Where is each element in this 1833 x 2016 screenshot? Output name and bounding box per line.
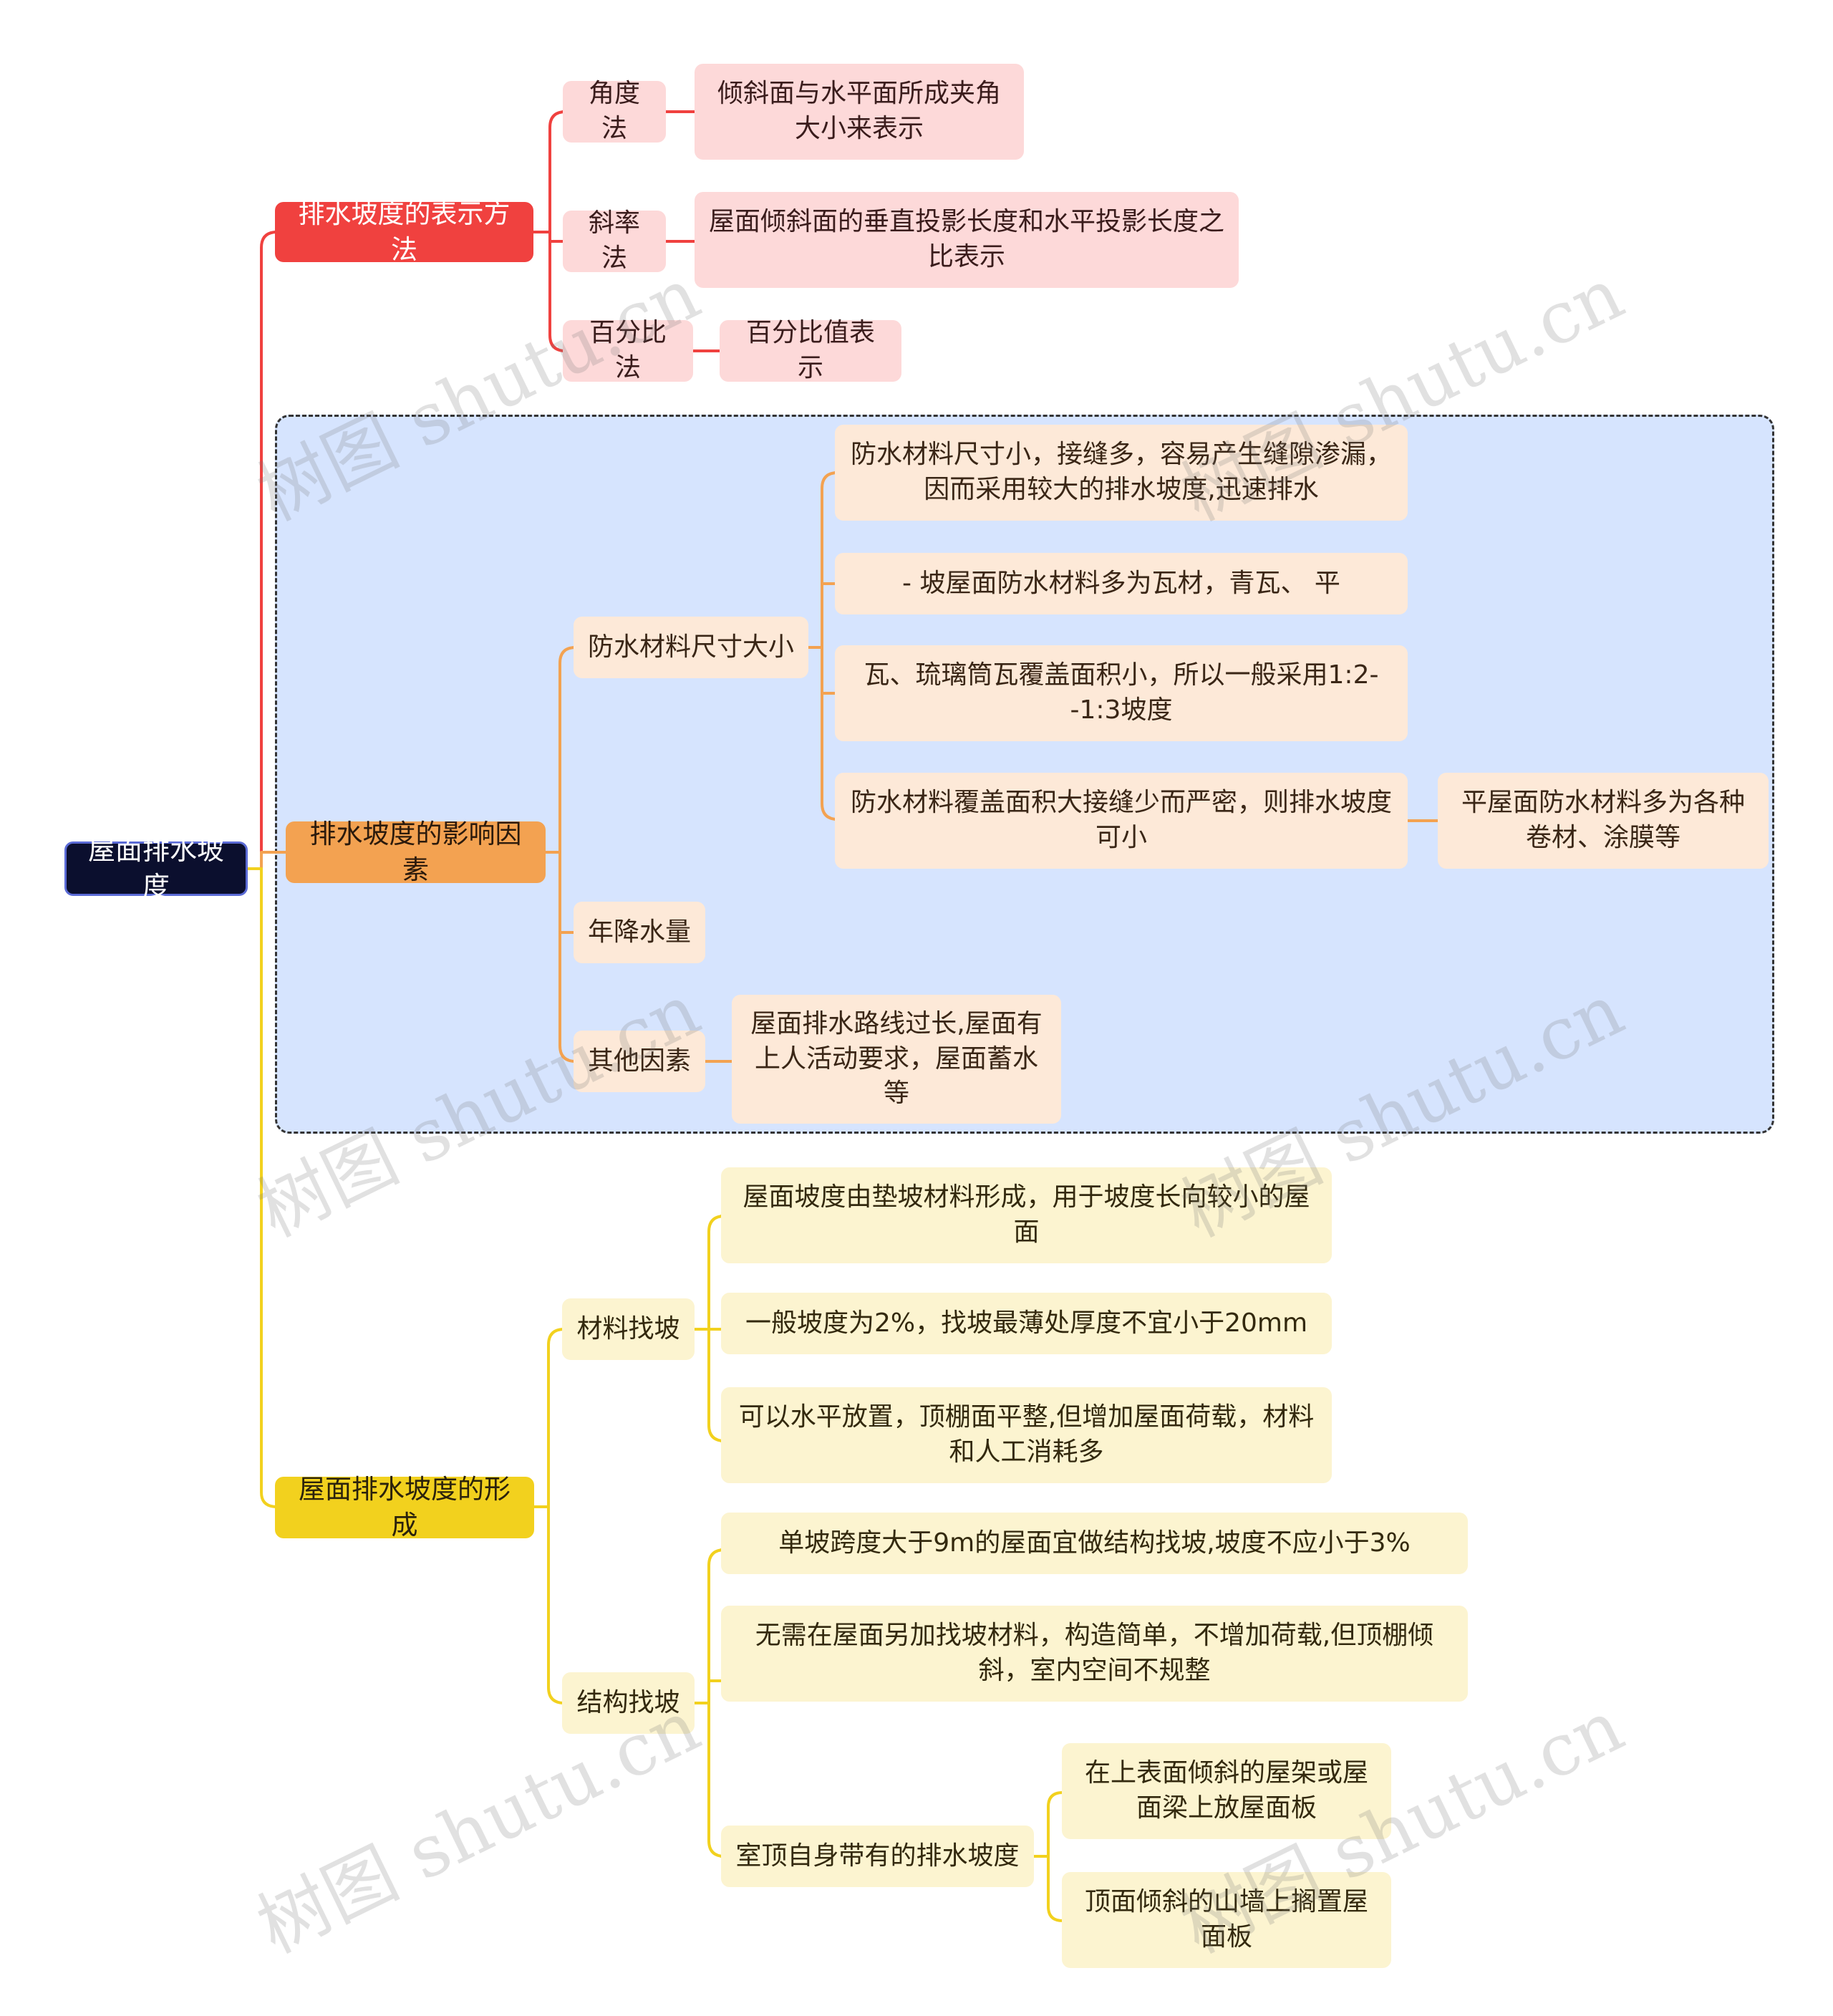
- percent-method-detail[interactable]: 百分比值表示: [720, 318, 901, 382]
- material-slope-node[interactable]: 材料找坡: [562, 1298, 695, 1360]
- material-size-detail-1[interactable]: 防水材料尺寸小，接缝多，容易产生缝隙渗漏，因而采用较大的排水坡度,迅速排水: [835, 425, 1408, 521]
- structural-slope-node[interactable]: 结构找坡: [562, 1672, 695, 1734]
- root-to-branch2-line: [246, 851, 287, 870]
- self-slope-detail-2[interactable]: 顶面倾斜的山墙上搁置屋面板: [1062, 1872, 1391, 1968]
- other-factors-node[interactable]: 其他因素: [574, 1031, 705, 1092]
- self-slope-detail-1[interactable]: 在上表面倾斜的屋架或屋面梁上放屋面板: [1062, 1743, 1391, 1839]
- material-size-detail-2[interactable]: - 坡屋面防水材料多为瓦材，青瓦、 平: [835, 553, 1408, 614]
- material-slope-detail-1[interactable]: 屋面坡度由垫坡材料形成，用于坡度长向较小的屋面: [721, 1167, 1332, 1263]
- percent-method-node[interactable]: 百分比法: [563, 318, 693, 382]
- self-slope-spine-lower: [1047, 1855, 1064, 1922]
- branch-slope-formation[interactable]: 屋面排水坡度的形成: [275, 1474, 534, 1540]
- root-to-branch3-line: [246, 867, 279, 1508]
- branch-representation-methods[interactable]: 排水坡度的表示方法: [275, 198, 533, 265]
- angle-method-detail[interactable]: 倾斜面与水平面所成夹角大小来表示: [695, 64, 1024, 160]
- material-slope-detail-2[interactable]: 一般坡度为2%，找坡最薄处厚度不宜小于20mm: [721, 1293, 1332, 1354]
- size-spine: [807, 471, 839, 649]
- angle-method-node[interactable]: 角度法: [563, 79, 666, 143]
- slope-ratio-method-node[interactable]: 斜率法: [563, 208, 666, 273]
- self-slope-spine: [1032, 1791, 1064, 1858]
- structural-slope-detail-1[interactable]: 单坡跨度大于9m的屋面宜做结构找坡,坡度不应小于3%: [721, 1513, 1468, 1574]
- material-size-node[interactable]: 防水材料尺寸大小: [574, 617, 808, 678]
- self-slope-node[interactable]: 室顶自身带有的排水坡度: [721, 1826, 1034, 1887]
- branch3-spine: [533, 1328, 566, 1508]
- annual-rainfall-node[interactable]: 年降水量: [574, 902, 705, 963]
- flat-roof-material-detail[interactable]: 平屋面防水材料多为各种卷材、涂膜等: [1438, 773, 1769, 869]
- structural-slope-detail-2[interactable]: 无需在屋面另加找坡材料，构造简单，不增加荷载,但顶棚倾斜，室内空间不规整: [721, 1606, 1468, 1702]
- branch2-spine: [544, 646, 577, 854]
- slope-ratio-method-detail[interactable]: 屋面倾斜面的垂直投影长度和水平投影长度之比表示: [695, 192, 1239, 288]
- material-spine: [693, 1215, 726, 1331]
- material-size-detail-3[interactable]: 瓦、琉璃筒瓦覆盖面积小，所以一般采用1:2- -1:3坡度: [835, 645, 1408, 741]
- material-slope-detail-3[interactable]: 可以水平放置，顶棚面平整,但增加屋面荷载，材料和人工消耗多: [721, 1387, 1332, 1483]
- branch3-spine-lower: [547, 1505, 566, 1704]
- material-size-detail-4[interactable]: 防水材料覆盖面积大接缝少而严密，则排水坡度可小: [835, 773, 1408, 869]
- root-to-branch1-line: [246, 231, 279, 870]
- branch1-spine: [532, 110, 567, 233]
- other-factors-detail[interactable]: 屋面排水路线过长,屋面有上人活动要求，屋面蓄水等: [732, 995, 1061, 1124]
- root-node[interactable]: 屋面排水坡度: [64, 834, 248, 902]
- branch-influence-factors[interactable]: 排水坡度的影响因素: [286, 819, 546, 885]
